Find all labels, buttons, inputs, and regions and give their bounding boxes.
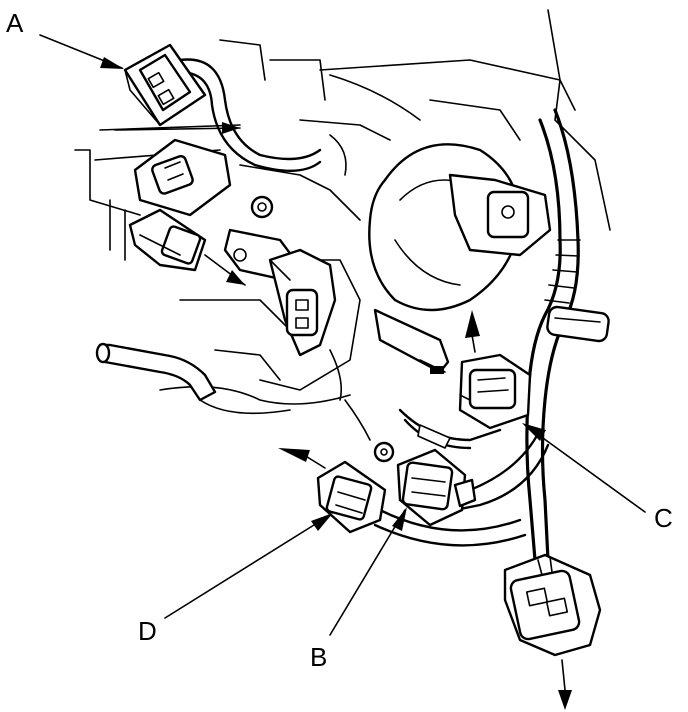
callout-label-a: A	[6, 8, 24, 38]
callout-label-b: B	[310, 642, 327, 672]
callout-label-d: D	[138, 616, 157, 646]
connector-c	[458, 310, 532, 430]
connector-b	[396, 448, 477, 527]
callout-label-c: C	[654, 503, 673, 533]
connector-d	[278, 448, 387, 534]
bottom-right-connector	[503, 553, 602, 710]
wire-harness	[173, 58, 610, 562]
leader-lines	[39, 34, 646, 636]
upper-left-connectors	[114, 122, 246, 286]
center-sensor	[268, 248, 337, 357]
connector-a	[123, 43, 207, 127]
engine-body-outline	[74, 9, 611, 463]
